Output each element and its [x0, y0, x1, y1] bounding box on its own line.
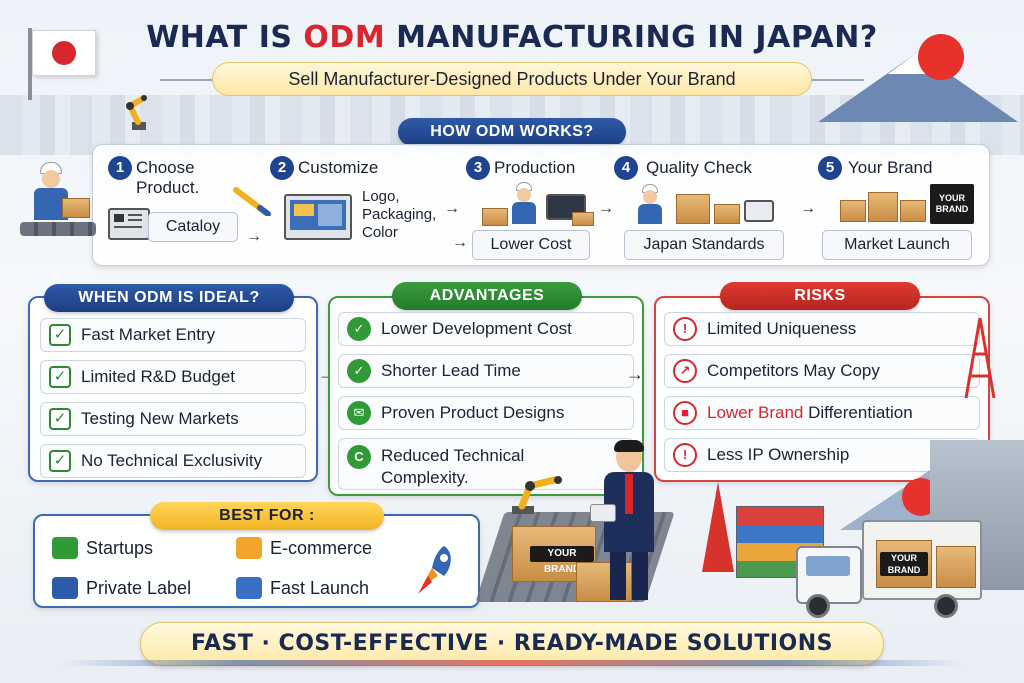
- step-title: Your Brand: [848, 158, 933, 177]
- arrow-right-icon: →: [246, 228, 262, 245]
- arrow-right-icon: →: [626, 364, 644, 384]
- ideal-item: ✓No Technical Exclusivity: [40, 444, 306, 478]
- advantage-item: ✓Shorter Lead Time: [338, 354, 634, 388]
- arrow-right-icon: →: [800, 200, 816, 217]
- rocket-icon: [414, 542, 460, 596]
- brand-warning-icon: ■: [673, 401, 697, 425]
- tokyo-tower-illustration: [958, 317, 1002, 399]
- step-label: Market Launch: [822, 230, 972, 260]
- footer-stripe: [60, 660, 964, 666]
- best-for-item: E-commerce: [236, 532, 436, 564]
- risk-item: !Less IP Ownership: [664, 438, 980, 472]
- step-number: 2: [270, 156, 294, 180]
- how-odm-works-heading: HOW ODM WORKS?: [398, 118, 626, 146]
- arrow-right-icon: →: [452, 234, 468, 251]
- truck-window: [806, 556, 850, 576]
- your-brand-box-label: YOUR BRAND: [930, 184, 974, 224]
- checkmark-icon: ✓: [49, 408, 71, 430]
- credit-card-icon: [52, 537, 78, 559]
- step-title: Choose Product.: [136, 158, 200, 197]
- option-color: Color: [362, 224, 398, 241]
- title-highlight: ODM: [303, 20, 386, 55]
- step-label: Lower Cost: [472, 230, 590, 260]
- step-title: Quality Check: [646, 158, 752, 177]
- checkmark-icon: ✓: [49, 324, 71, 346]
- best-for-heading: BEST FOR :: [150, 502, 384, 530]
- best-for-item: Startups: [52, 532, 232, 564]
- businessman-illustration: [590, 440, 666, 602]
- ideal-item: ✓Testing New Markets: [40, 402, 306, 436]
- truck-wheel: [934, 594, 958, 618]
- your-brand-box-label: YOUR BRAND: [530, 546, 594, 575]
- design-laptop-icon: [284, 194, 352, 240]
- step-number: 3: [466, 156, 490, 180]
- subtitle-banner: Sell Manufacturer-Designed Products Unde…: [212, 62, 812, 96]
- document-check-icon: ✓: [347, 317, 371, 341]
- quality-inspection-illustration: [628, 182, 778, 232]
- printer-icon: [52, 577, 78, 599]
- checkmark-icon: ✓: [49, 366, 71, 388]
- step-customize: 2 Customize Logo, Packaging, Color: [233, 150, 456, 260]
- page-title: WHAT IS ODM MANUFACTURING IN JAPAN?: [0, 20, 1024, 55]
- rising-sun-icon: [918, 34, 964, 80]
- checkmark-icon: ✓: [49, 450, 71, 472]
- title-prefix: WHAT IS: [146, 20, 304, 55]
- tablet-icon: [590, 504, 616, 522]
- risk-item: !Limited Uniqueness: [664, 312, 980, 346]
- catalog-laptop-icon: [108, 208, 150, 240]
- your-brand-box-label: YOUR BRAND: [880, 552, 928, 576]
- footer-banner: FAST · COST-EFFECTIVE · READY-MADE SOLUT…: [140, 622, 884, 666]
- step-choose-product: 1 Choose Product. Cataloy: [102, 150, 242, 260]
- step-production: 3 Production Lower Cost: [466, 150, 616, 260]
- envelope-icon: ✉: [347, 401, 371, 425]
- customize-options: Logo, Packaging, Color: [362, 188, 436, 242]
- arrow-right-icon: →: [598, 200, 614, 217]
- lightning-icon: [236, 577, 262, 599]
- robot-arm-icon: [118, 92, 158, 132]
- when-odm-ideal-heading: WHEN ODM IS IDEAL?: [44, 284, 294, 312]
- warning-icon: !: [673, 317, 697, 341]
- refresh-icon: C: [347, 445, 371, 469]
- step-number: 5: [818, 156, 842, 180]
- flag-pole: [28, 28, 32, 100]
- japan-flag-icon: [32, 30, 96, 76]
- ideal-item: ✓Fast Market Entry: [40, 318, 306, 352]
- factory-worker-illustration: [18, 160, 98, 255]
- production-line-illustration: [476, 182, 606, 232]
- step-title: Customize: [298, 158, 379, 177]
- risk-item: ■Lower Brand Differentiation: [664, 396, 980, 430]
- step-title: Production: [494, 158, 576, 177]
- truck-wheel: [806, 594, 830, 618]
- arrow-right-icon: →: [444, 200, 460, 217]
- advantage-item: ✓Lower Development Cost: [338, 312, 634, 346]
- tokyo-tower-icon: [702, 482, 734, 572]
- branded-boxes-illustration: YOUR BRAND: [840, 184, 980, 230]
- title-suffix: MANUFACTURING IN JAPAN?: [385, 20, 878, 55]
- option-packaging: Packaging,: [362, 206, 437, 223]
- cargo-box-illustration: [936, 546, 976, 588]
- step-quality-check: 4 Quality Check Japan Standards: [614, 150, 794, 260]
- advantages-heading: ADVANTAGES: [392, 282, 582, 310]
- warning-icon: !: [673, 443, 697, 467]
- ideal-item: ✓Limited R&D Budget: [40, 360, 306, 394]
- option-logo: Logo,: [362, 188, 400, 205]
- risks-heading: RISKS: [720, 282, 920, 310]
- advantage-item: ✉Proven Product Designs: [338, 396, 634, 430]
- step-number: 4: [614, 156, 638, 180]
- boxes-icon: [236, 537, 262, 559]
- best-for-item: Fast Launch: [236, 572, 436, 604]
- best-for-item: Private Label: [52, 572, 232, 604]
- check-circle-icon: ✓: [347, 359, 371, 383]
- step-number: 1: [108, 156, 132, 180]
- step-label: Cataloy: [148, 212, 238, 242]
- risk-item: ↗Competitors May Copy: [664, 354, 980, 388]
- paint-brush-icon: [232, 186, 272, 217]
- step-your-brand: 5 Your Brand YOUR BRAND Market Launch: [816, 150, 984, 260]
- copy-warning-icon: ↗: [673, 359, 697, 383]
- step-label: Japan Standards: [624, 230, 784, 260]
- robot-arm-icon: [508, 470, 578, 516]
